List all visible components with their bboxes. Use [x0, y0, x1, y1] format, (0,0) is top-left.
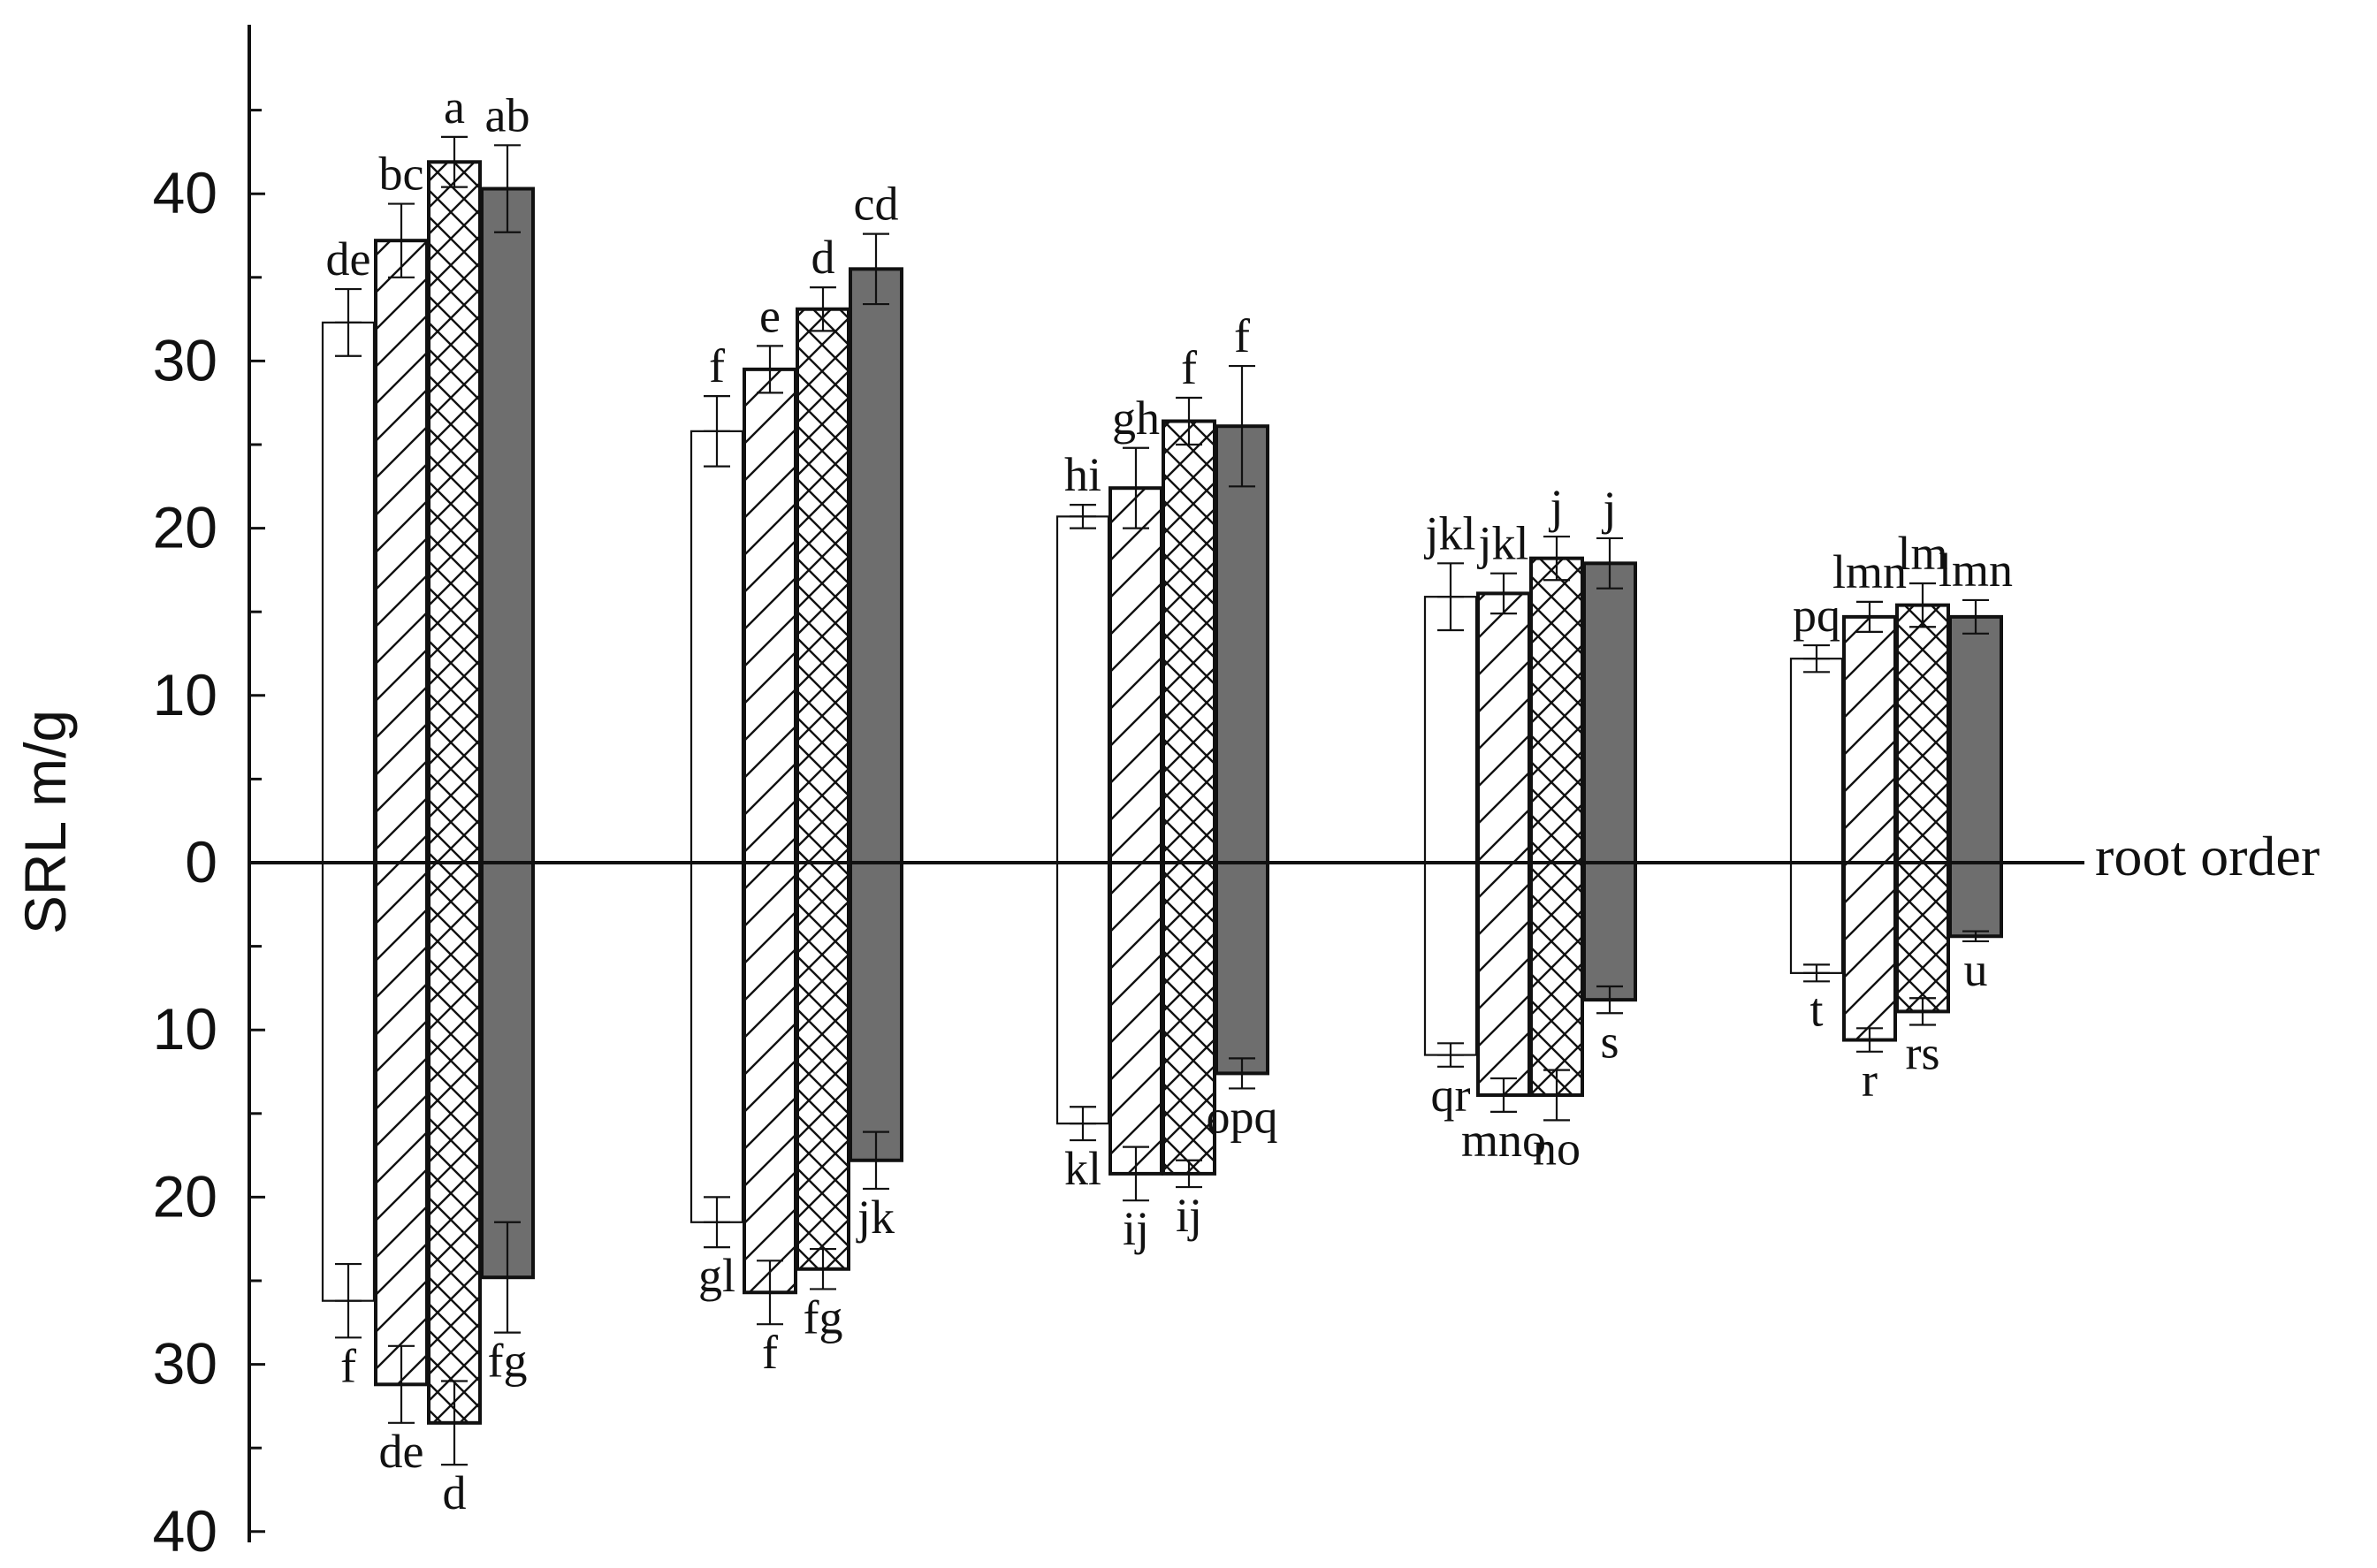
bar-group3-series1 — [1055, 515, 1110, 1125]
bar-group2-series2 — [743, 367, 797, 1295]
y-tick-label: 20 — [153, 1163, 217, 1229]
significance-label-top: lmn — [1939, 544, 2013, 597]
significance-label-bottom: mno — [1461, 1114, 1546, 1167]
significance-label-bottom: opq — [1207, 1090, 1278, 1143]
significance-label-bottom: f — [340, 1339, 356, 1392]
significance-label-bottom: kl — [1064, 1142, 1101, 1195]
bar-group2-series4 — [849, 267, 903, 1162]
bar-group1-series4 — [480, 186, 535, 1280]
bar-group5-series3 — [1895, 603, 1950, 1014]
y-tick-label: 30 — [153, 327, 217, 392]
significance-label-bottom: jk — [856, 1191, 895, 1244]
bar-group4-series1 — [1423, 596, 1478, 1056]
significance-label-bottom: ij — [1123, 1202, 1149, 1255]
significance-label-bottom: d — [443, 1466, 467, 1519]
bar-group4-series2 — [1476, 591, 1531, 1097]
significance-label-top: hi — [1064, 448, 1101, 501]
bar-group2-series3 — [796, 307, 850, 1271]
significance-label-bottom: fg — [804, 1290, 843, 1343]
significance-label-bottom: u — [1964, 943, 1988, 996]
bar-group5-series1 — [1789, 658, 1844, 974]
significance-label-bottom: gl — [698, 1249, 735, 1302]
bar-group1-series2 — [374, 239, 429, 1387]
significance-label-bottom: r — [1862, 1054, 1878, 1107]
y-tick-label: 30 — [153, 1331, 217, 1397]
y-tick-label: 40 — [153, 1498, 217, 1564]
bar-group4-series3 — [1529, 556, 1584, 1097]
significance-label-top: gh — [1112, 392, 1160, 445]
significance-label-bottom: no — [1533, 1122, 1581, 1175]
significance-label-top: f — [1234, 309, 1250, 362]
bar-group3-series4 — [1215, 424, 1269, 1076]
significance-label-top: lm — [1897, 527, 1947, 580]
y-tick-label: 20 — [153, 495, 217, 560]
bar-group4-series4 — [1582, 561, 1637, 1002]
significance-label-top: a — [444, 80, 465, 133]
bar-group3-series2 — [1109, 486, 1163, 1176]
bar-group5-series2 — [1842, 614, 1897, 1042]
significance-label-bottom: s — [1600, 1015, 1619, 1068]
significance-label-top: d — [811, 231, 835, 284]
significance-label-bottom: fg — [488, 1335, 528, 1388]
y-tick-label: 40 — [153, 160, 217, 225]
significance-label-bottom: de — [379, 1425, 424, 1478]
significance-label-bottom: f — [762, 1326, 778, 1379]
y-axis-title: SRL m/g — [12, 710, 78, 934]
significance-label-top: jkl — [1423, 506, 1475, 559]
significance-label-top: lmn — [1832, 545, 1907, 598]
bar-group1-series3 — [427, 160, 482, 1425]
significance-label-top: j — [1601, 482, 1616, 535]
significance-label-top: cd — [854, 178, 899, 231]
bar-group2-series1 — [689, 430, 744, 1223]
significance-label-top: pq — [1793, 589, 1840, 642]
y-tick-label: 10 — [153, 662, 217, 727]
significance-label-top: de — [326, 232, 371, 285]
significance-label-top: f — [709, 339, 725, 392]
y-tick-label: 0 — [185, 829, 217, 894]
bar-group5-series4 — [1948, 614, 2003, 939]
y-tick-label: 10 — [153, 996, 217, 1062]
significance-label-top: jkl — [1476, 517, 1528, 570]
bar-group3-series3 — [1162, 419, 1216, 1176]
significance-label-bottom: qr — [1431, 1069, 1471, 1122]
significance-label-top: e — [759, 289, 781, 342]
significance-label-bottom: t — [1809, 983, 1823, 1036]
significance-label-top: f — [1181, 341, 1197, 394]
significance-label-bottom: ij — [1176, 1189, 1202, 1242]
significance-label-bottom: rs — [1906, 1027, 1940, 1080]
x-axis-title: root order — [2095, 825, 2320, 887]
significance-label-top: j — [1548, 480, 1563, 533]
significance-label-top: ab — [485, 88, 530, 141]
significance-label-top: bc — [379, 148, 424, 201]
bar-group1-series1 — [321, 321, 376, 1302]
